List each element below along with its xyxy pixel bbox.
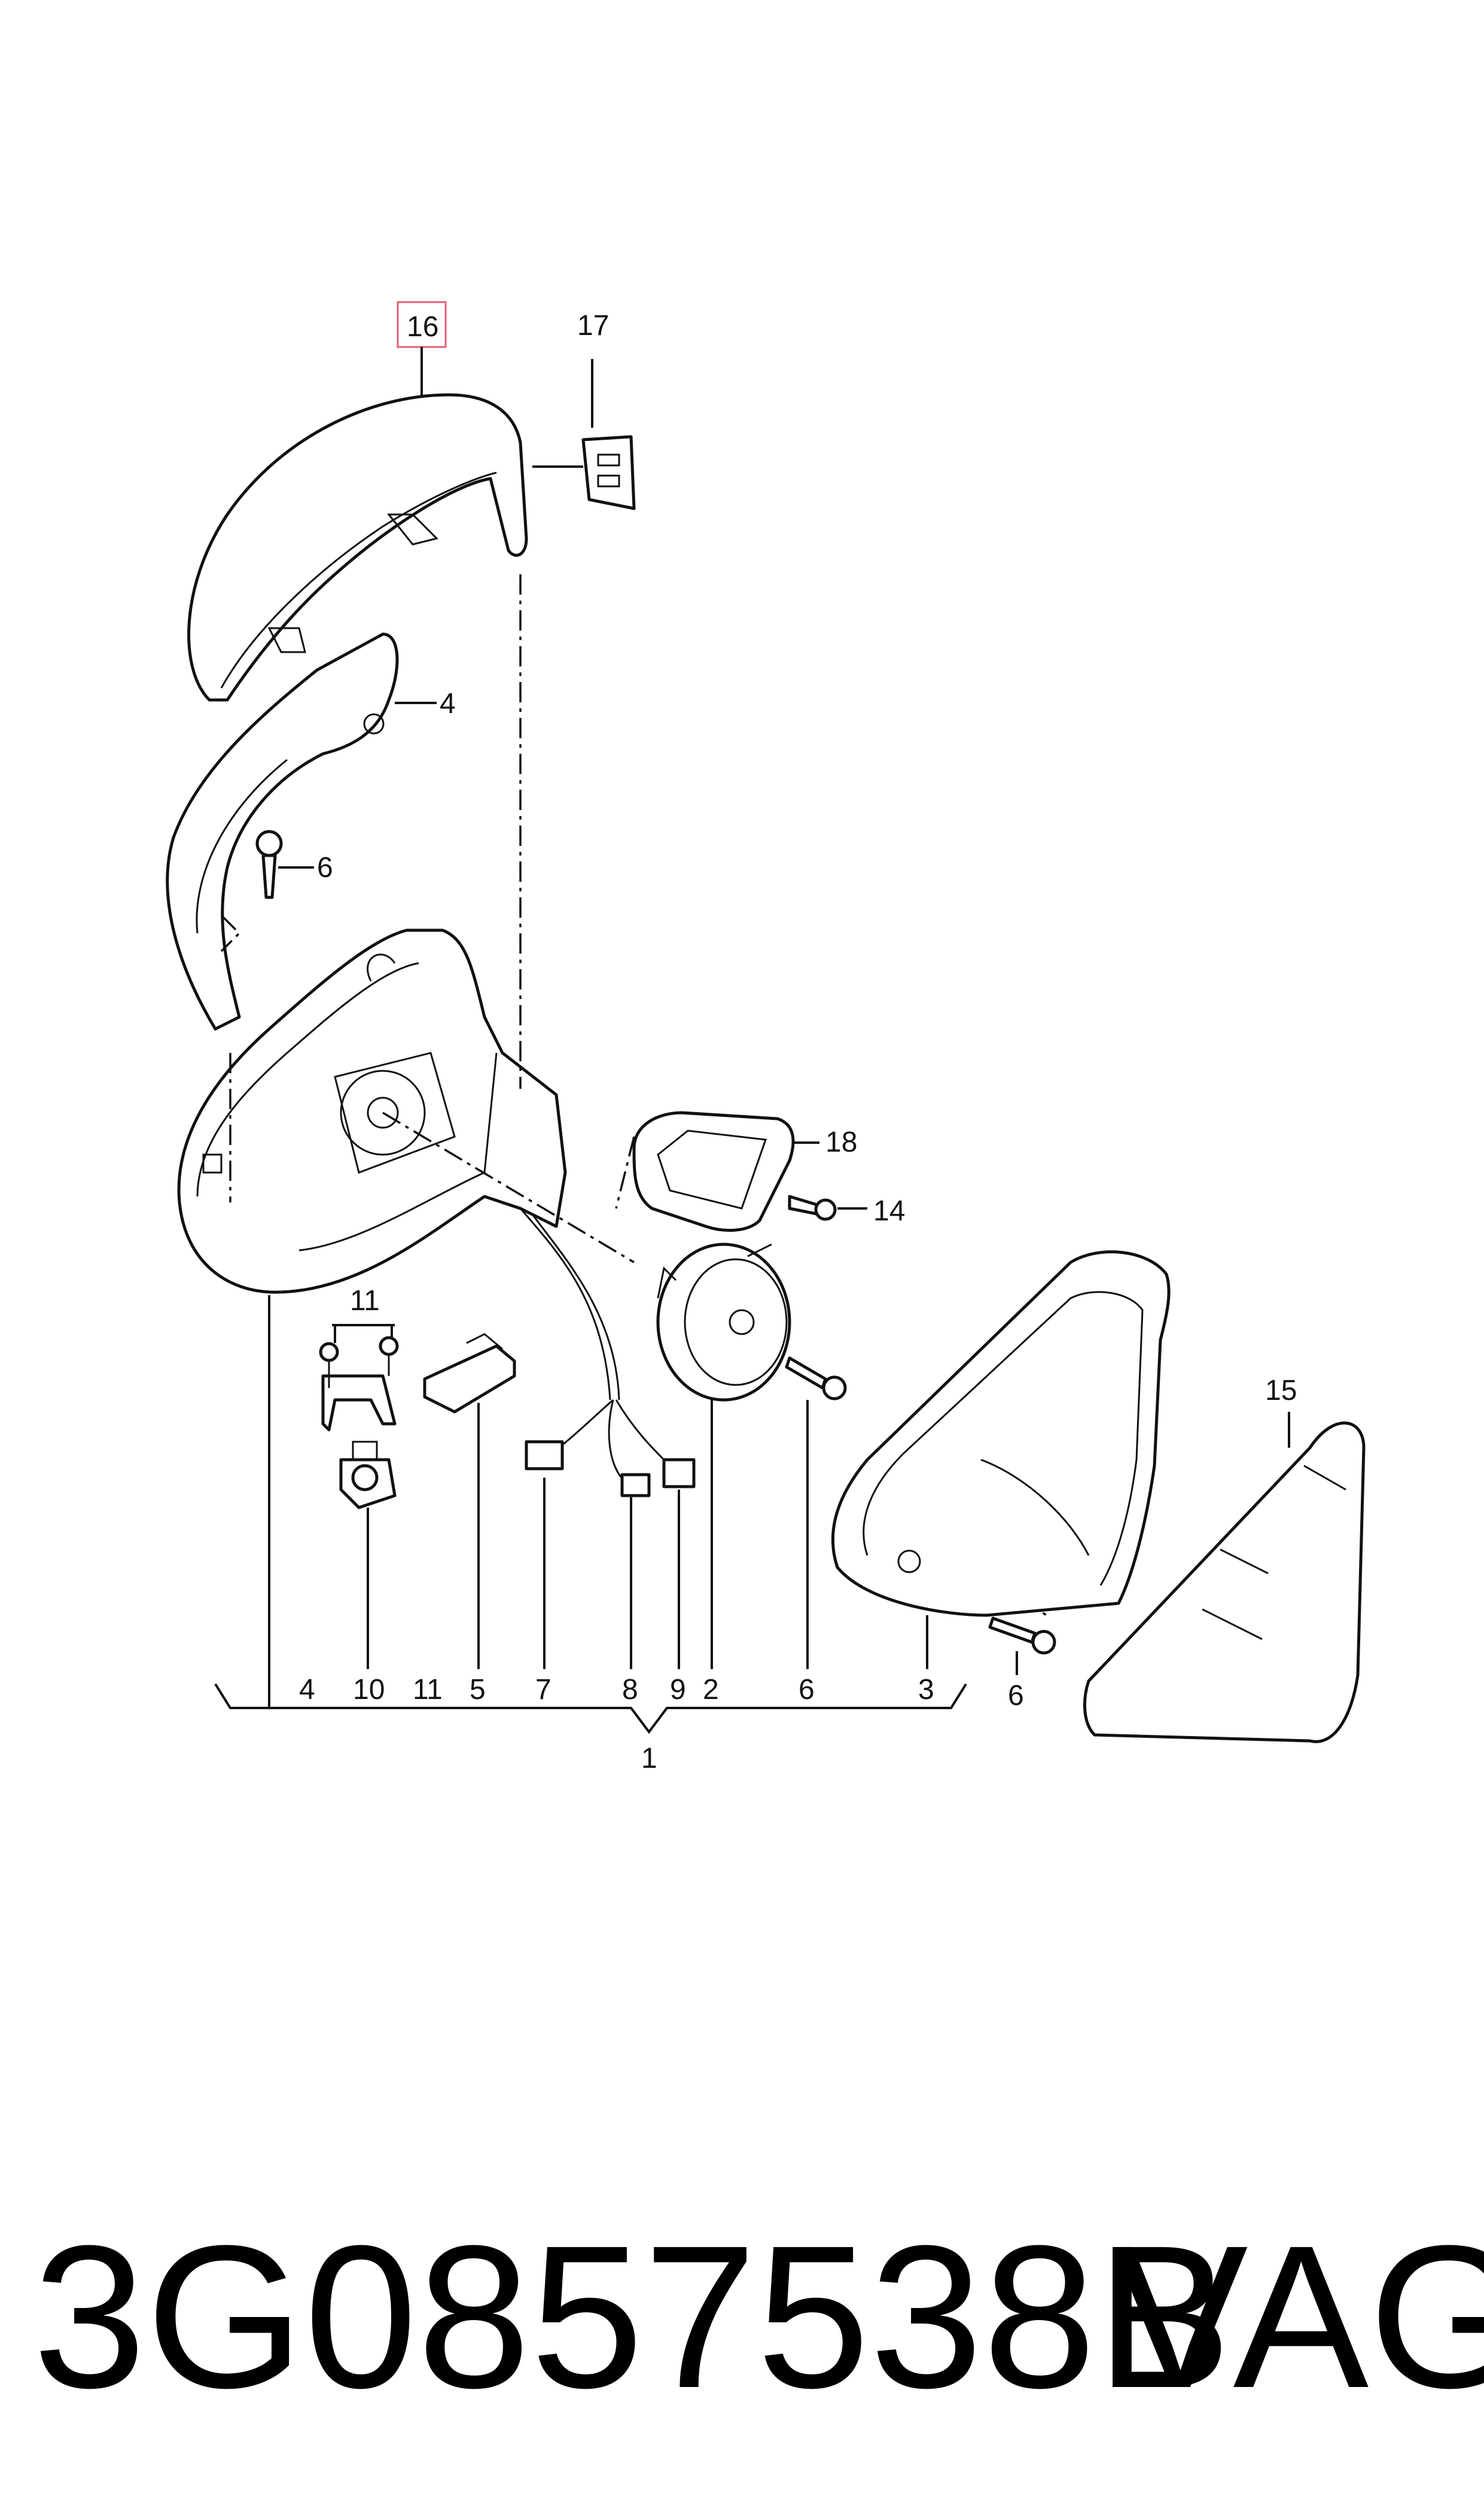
callout-10: 10: [353, 1674, 385, 1706]
bezel-part-18: [632, 1111, 795, 1232]
callout-6-bottom: 6: [1008, 1680, 1024, 1712]
callout-17: 17: [577, 310, 609, 342]
mirror-base-part-1: [177, 928, 567, 1294]
callout-2: 2: [703, 1674, 719, 1706]
wiring-harness: [519, 1208, 696, 1497]
bracket-part-11: [319, 1336, 399, 1432]
assembly-bracket-1: [214, 1683, 967, 1734]
callout-11-bottom: 11: [413, 1674, 443, 1706]
module-part-5: [423, 1333, 516, 1414]
callout-9: 9: [670, 1674, 686, 1706]
callout-5: 5: [470, 1674, 486, 1706]
callout-3: 3: [918, 1674, 934, 1706]
glass-carrier-part-3: [831, 1250, 1171, 1617]
callout-7: 7: [535, 1674, 551, 1706]
part-number: 3G0857538B: [33, 2203, 1232, 2431]
callout-8: 8: [622, 1674, 638, 1706]
callout-6-middle: 6: [799, 1674, 815, 1706]
callout-1: 1: [641, 1743, 657, 1774]
screw-part-14: [788, 1195, 837, 1221]
brand-label: VAG: [1113, 2203, 1484, 2431]
screw-part-6-middle: [785, 1356, 847, 1400]
clip-part-17: [581, 435, 636, 510]
callout-6-top: 6: [317, 852, 333, 884]
mirror-cap-part-16: [187, 393, 528, 702]
screw-part-6-top: [255, 830, 283, 899]
callout-4-top: 4: [440, 688, 456, 720]
callout-16: 16: [407, 311, 438, 343]
callout-11-top: 11: [350, 1285, 380, 1317]
mirror-glass-part-15: [1083, 1421, 1366, 1743]
screw-part-6-bottom: [988, 1616, 1056, 1655]
callout-4-bottom: 4: [299, 1674, 315, 1706]
trim-part-4: [166, 632, 399, 1031]
motor-part-2: [656, 1243, 791, 1402]
callout-15: 15: [1265, 1375, 1297, 1406]
sensor-part-10: [339, 1441, 397, 1509]
callout-18: 18: [825, 1126, 857, 1158]
callout-14: 14: [873, 1195, 905, 1227]
